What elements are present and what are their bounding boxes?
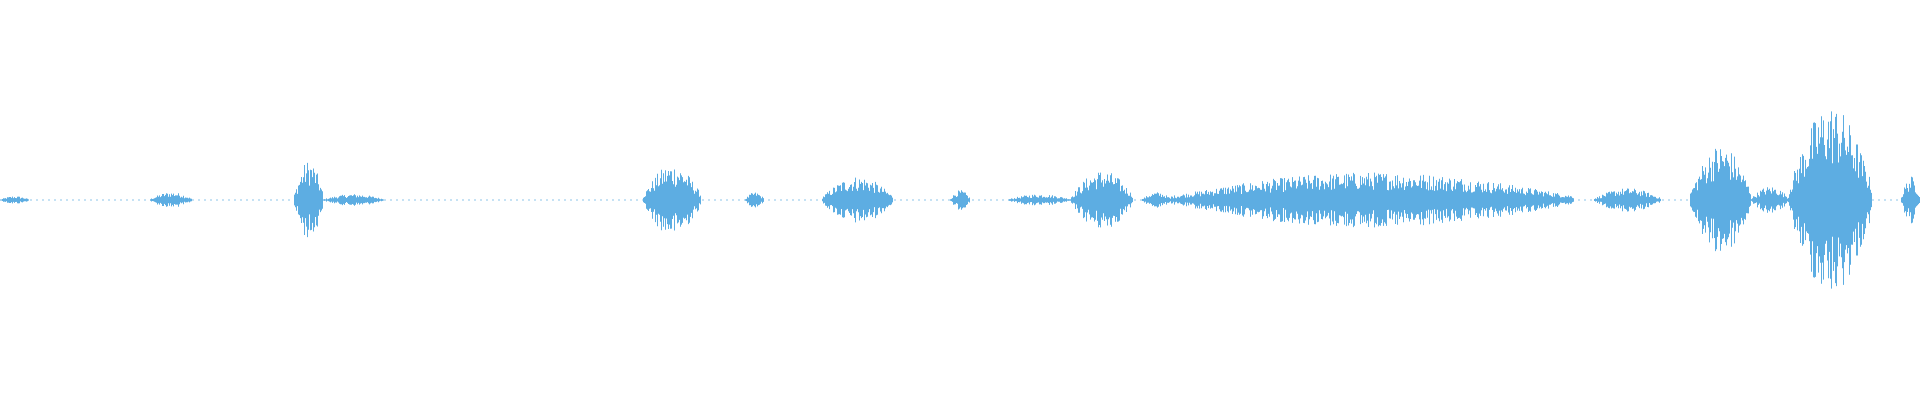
waveform-bars bbox=[0, 111, 1920, 289]
